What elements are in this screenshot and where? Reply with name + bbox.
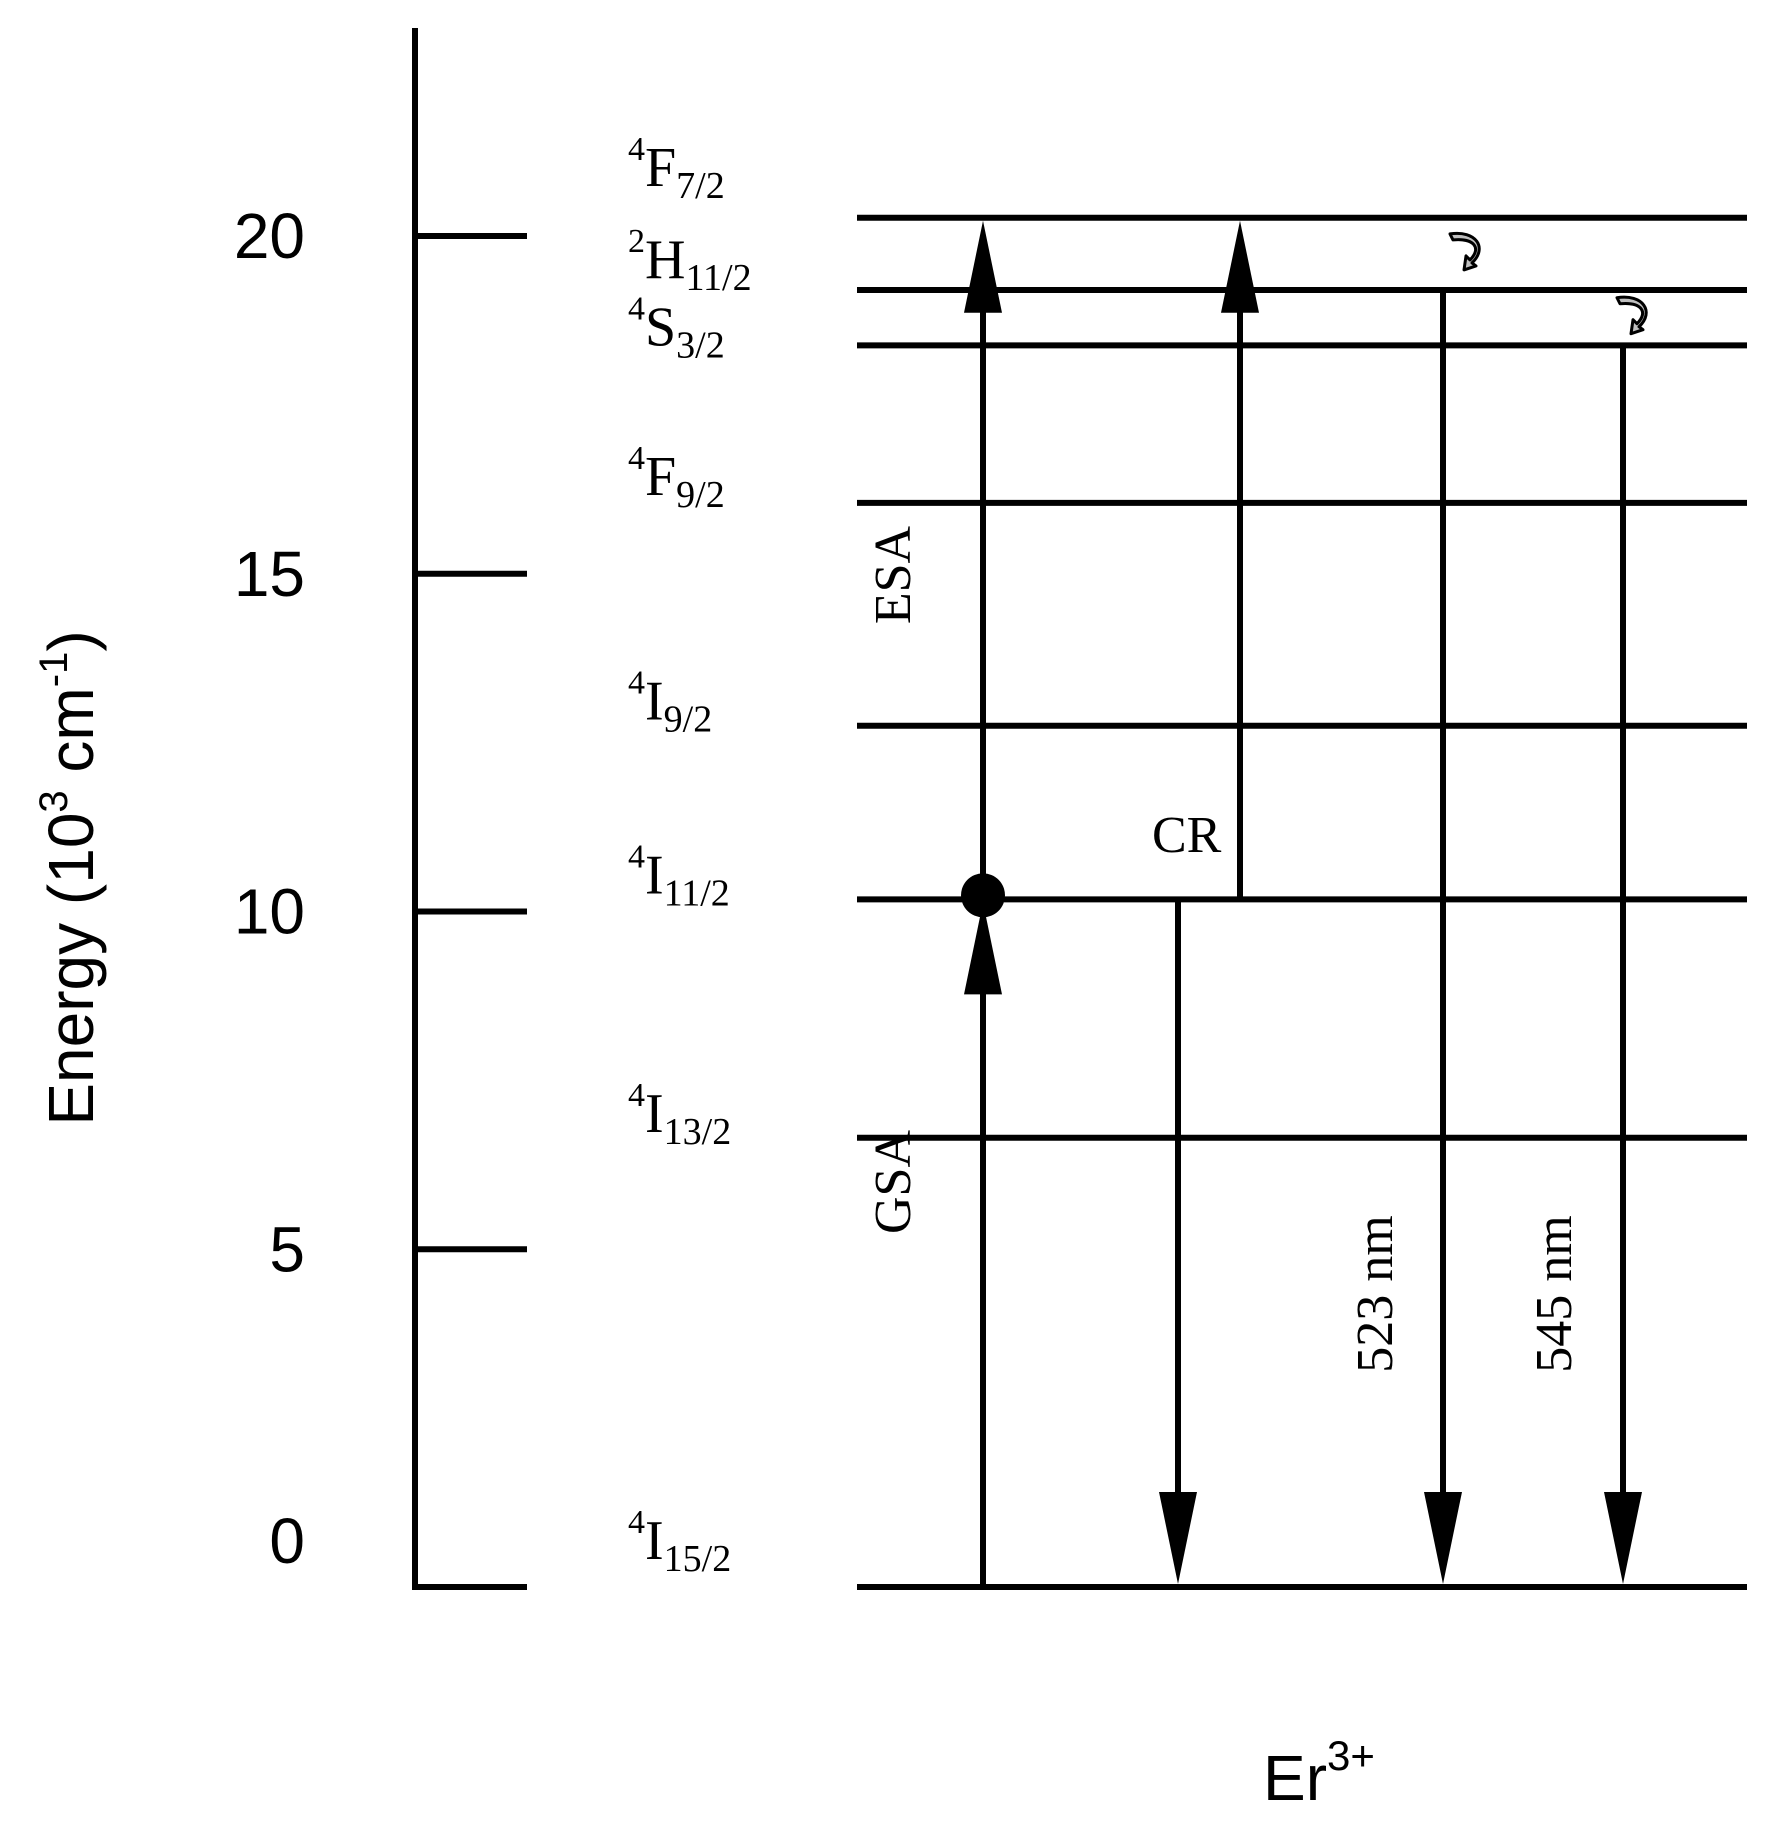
- cr-arrow: [1221, 220, 1259, 900]
- esa-label: ESA: [865, 525, 922, 624]
- energy-axis: 0 5 10 15 20 Energy (103 cm-1): [32, 28, 527, 1590]
- emission-523-label: 523 nm: [1347, 1215, 1404, 1372]
- axis-ticks: 0 5 10 15 20: [234, 200, 527, 1590]
- level-label-f92: 4F9/2: [628, 440, 725, 516]
- esa-arrow: [964, 220, 1002, 900]
- level-label-i152: 4I15/2: [628, 1504, 731, 1580]
- axis-tick-label: 10: [234, 876, 305, 948]
- axis-tick-label: 15: [234, 538, 305, 610]
- emission-545-label: 545 nm: [1526, 1215, 1583, 1372]
- cr-label: CR: [1152, 807, 1222, 864]
- gsa-label: GSA: [865, 1130, 922, 1234]
- ion-label: Er3+: [1263, 1732, 1375, 1814]
- level-label-i112: 4I11/2: [628, 838, 730, 914]
- emission-545-arrow: [1604, 345, 1642, 1584]
- level-label-h112: 2H11/2: [628, 223, 752, 299]
- level-label-i132: 4I13/2: [628, 1077, 731, 1153]
- level-label-f72: 4F7/2: [628, 131, 725, 207]
- axis-tick-label: 0: [269, 1505, 305, 1577]
- cr-down-arrow: [1159, 899, 1197, 1584]
- axis-title: Energy (103 cm-1): [32, 630, 107, 1125]
- gsa-arrow: [964, 902, 1002, 1587]
- relax-h112-s32-icon: [1615, 295, 1648, 336]
- level-label-i92: 4I9/2: [628, 665, 712, 741]
- populated-state-dot: [961, 873, 1005, 918]
- axis-tick-label: 20: [234, 200, 305, 272]
- transitions: GSA ESA CR 523 nm 545 nm: [865, 220, 1648, 1587]
- axis-tick-label: 5: [269, 1213, 305, 1285]
- relax-f72-h112-icon: [1448, 231, 1481, 272]
- emission-523-arrow: [1424, 290, 1462, 1584]
- level-label-s32: 4S3/2: [628, 290, 725, 366]
- energy-levels: [857, 214, 1747, 1590]
